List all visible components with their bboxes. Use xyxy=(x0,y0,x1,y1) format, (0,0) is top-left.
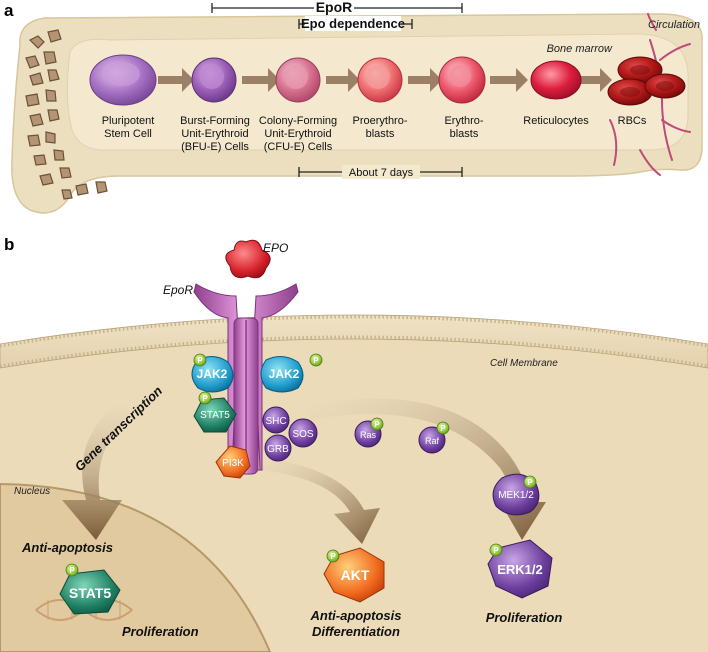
sos-protein xyxy=(288,418,318,448)
stage-label-rbcs: RBCs xyxy=(618,115,647,127)
phospho-erk xyxy=(489,543,503,557)
akt-label: AKT xyxy=(341,567,370,583)
epor-span-label: EpoR xyxy=(316,0,353,15)
panel-a-label: a xyxy=(4,1,14,20)
bone-marrow-label: Bone marrow xyxy=(547,43,613,55)
jak2-left-label: JAK2 xyxy=(197,367,228,381)
shc-protein xyxy=(262,406,290,434)
bfu-e-cell xyxy=(191,57,237,103)
phospho-markers: P P P P P P P P P xyxy=(65,353,537,577)
epo-label: EPO xyxy=(263,241,288,255)
cfu-e-cell xyxy=(275,57,321,103)
stat5-nuclear xyxy=(59,569,121,615)
proliferation-left-label: Proliferation xyxy=(122,624,199,639)
sos-label: SOS xyxy=(292,429,313,440)
phospho-stat5-small xyxy=(198,391,212,405)
stage-label-cfu-e-line3: (CFU-E) Cells xyxy=(264,141,333,153)
akt-protein xyxy=(323,547,385,603)
circulation-label: Circulation xyxy=(648,19,700,31)
phospho-akt-label: P xyxy=(330,552,336,561)
grb-label: GRB xyxy=(267,444,289,455)
stage-label-cfu-e-line1: Colony-Forming xyxy=(259,115,337,127)
proerythroblast-cell xyxy=(357,57,403,103)
stage-label-bfu-e-line1: Burst-Forming xyxy=(180,115,250,127)
phospho-stat5-nuclear xyxy=(65,563,79,577)
phospho-erk-label: P xyxy=(493,546,499,555)
proliferation-right-label: Proliferation xyxy=(486,610,563,625)
stage-label-reticulocytes: Reticulocytes xyxy=(523,115,589,127)
phospho-mek-label: P xyxy=(527,478,533,487)
mek-label: MEK1/2 xyxy=(498,490,534,501)
arrow-to-akt xyxy=(260,458,380,544)
phospho-raf xyxy=(436,421,450,435)
epor-receptor xyxy=(193,283,299,475)
phospho-jak2-left xyxy=(193,353,207,367)
erythroblast-cell xyxy=(438,56,486,104)
epo-ligand xyxy=(225,239,271,279)
arrow-to-nucleus xyxy=(62,400,132,540)
ras-label: Ras xyxy=(360,430,377,440)
epor-label: EpoR xyxy=(163,283,193,297)
blood-vessels xyxy=(609,13,691,176)
phospho-stat5-small-label: P xyxy=(202,394,208,403)
phospho-jak2-right xyxy=(309,353,323,367)
stem-cell xyxy=(89,54,157,106)
jak2-right-label: JAK2 xyxy=(269,367,300,381)
jak2-right xyxy=(260,356,304,393)
pi3k-protein xyxy=(215,445,251,479)
membrane-heads xyxy=(0,315,708,368)
anti-apoptosis-mid-label: Anti-apoptosis xyxy=(310,608,402,623)
stage-label-cfu-e-line2: Unit-Erythroid xyxy=(264,128,331,140)
phospho-ras-label: P xyxy=(374,420,380,429)
raf-label: Raf xyxy=(425,436,440,446)
stat5-nuclear-label: STAT5 xyxy=(69,585,111,601)
nucleus xyxy=(0,482,272,652)
differentiation-label: Differentiation xyxy=(312,624,400,639)
erk-label: ERK1/2 xyxy=(497,562,543,577)
epo-dependence-label: Epo dependence xyxy=(301,16,405,31)
phospho-jak2-right-label: P xyxy=(313,356,319,365)
raf-protein xyxy=(418,426,446,454)
about-days-label: About 7 days xyxy=(349,167,414,179)
phospho-ras xyxy=(370,417,384,431)
arrow-to-erk xyxy=(306,398,546,540)
stage-label-erythroblasts-line1: Erythro- xyxy=(444,115,483,127)
reticulocyte-cell xyxy=(530,60,582,100)
anti-apoptosis-left-label: Anti-apoptosis xyxy=(21,540,113,555)
stage-label-bfu-e-line3: (BFU-E) Cells xyxy=(181,141,249,153)
pi3k-label: PI3K xyxy=(222,458,244,469)
phospho-jak2-left-label: P xyxy=(197,356,203,365)
stage-label-stem-cell-line2: Stem Cell xyxy=(104,128,152,140)
trabecular-fragments xyxy=(25,29,108,200)
panel-b-label: b xyxy=(4,235,14,254)
stat5-small xyxy=(193,397,237,433)
phospho-raf-label: P xyxy=(440,424,446,433)
stage-label-erythroblasts-line2: blasts xyxy=(450,128,479,140)
stage-label-proerythroblasts-line2: blasts xyxy=(366,128,395,140)
stage-label-proerythroblasts-line1: Proerythro- xyxy=(352,115,407,127)
progression-arrows xyxy=(158,68,612,92)
phospho-stat5-nuclear-label: P xyxy=(69,566,75,575)
nucleus-label: Nucleus xyxy=(14,486,50,497)
phospho-akt xyxy=(326,549,340,563)
erk-protein xyxy=(487,539,553,599)
rbc-cluster xyxy=(607,56,686,106)
stage-label-stem-cell-line1: Pluripotent xyxy=(102,115,155,127)
phospho-mek xyxy=(523,475,537,489)
cell-membrane-label: Cell Membrane xyxy=(490,358,558,369)
stage-label-bfu-e-line2: Unit-Erythroid xyxy=(181,128,248,140)
shc-label: SHC xyxy=(265,416,286,427)
grb-protein xyxy=(264,434,292,462)
stat5-small-label: STAT5 xyxy=(200,410,230,421)
